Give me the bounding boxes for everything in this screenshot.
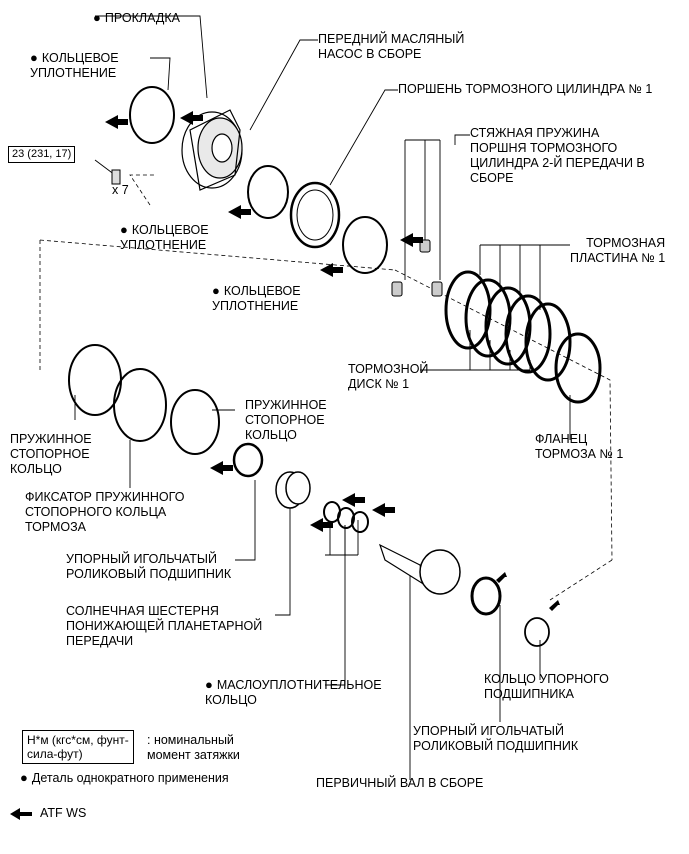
thrust-bearing-2-part	[470, 576, 502, 616]
front-pump-leader	[249, 39, 318, 131]
label-brake-piston: ПОРШЕНЬ ТОРМОЗНОГО ЦИЛИНДРА № 1	[398, 82, 653, 96]
front-pump-part	[181, 109, 243, 191]
label-front-pump: ПЕРЕДНИЙ МАСЛЯНЫЙ НАСОС В СБОРЕ	[318, 32, 465, 61]
torque-value-box: 23 (231, 17)	[8, 146, 76, 163]
label-thrust-bearing-1: УПОРНЫЙ ИГОЛЬЧАТЫЙ РОЛИКОВЫЙ ПОДШИПНИК	[66, 552, 232, 581]
input-shaft-part	[378, 543, 461, 595]
legend-torque-box: Н*м (кгс*см, фунт- сила-фут)	[22, 730, 134, 764]
sun-gear-leader	[275, 505, 291, 616]
brake-piston-part	[289, 181, 341, 249]
label-input-shaft: ПЕРВИЧНЫЙ ВАЛ В СБОРЕ	[316, 776, 484, 790]
label-snap-ring-left: ПРУЖИННОЕ СТОПОРНОЕ КОЛЬЦО	[10, 432, 92, 476]
bolt-part	[111, 169, 121, 185]
o-ring-part-1	[129, 86, 175, 144]
atf-arrows	[105, 111, 560, 611]
snap-rings-part	[68, 344, 220, 455]
legend-torque-desc: : номинальный момент затяжки	[147, 733, 240, 762]
sun-gear-part	[275, 471, 311, 509]
o-ring-1-leader	[150, 57, 171, 91]
label-oil-seal-ring: МАСЛОУПЛОТНИТЕЛЬНОЕ КОЛЬЦО	[205, 677, 382, 708]
legend-atf: ATF WS	[40, 806, 87, 820]
brake-flange-part	[554, 332, 602, 404]
label-brake-flange: ФЛАНЕЦ ТОРМОЗА № 1	[535, 432, 624, 461]
label-o-ring-2: КОЛЬЦЕВОЕ УПЛОТНЕНИЕ	[120, 222, 209, 253]
legend-non-reusable: Деталь однократного применения	[20, 770, 229, 786]
label-o-ring-3: КОЛЬЦЕВОЕ УПЛОТНЕНИЕ	[212, 283, 301, 314]
thrust-bearing-1-part	[232, 442, 264, 478]
thrust-bearing-1-leader	[235, 480, 256, 561]
return-spring-leader	[454, 134, 470, 145]
label-brake-disc: ТОРМОЗНОЙ ДИСК № 1	[348, 362, 429, 391]
atf-legend-arrow	[10, 808, 32, 820]
oil-seal-leader	[325, 525, 346, 686]
label-thrust-race: КОЛЬЦО УПОРНОГО ПОДШИПНИКА	[484, 672, 609, 701]
label-snap-ring-retainer: ФИКСАТОР ПРУЖИННОГО СТОПОРНОГО КОЛЬЦА ТО…	[25, 490, 185, 534]
torque-count: x 7	[112, 183, 129, 197]
o-ring-part-2	[247, 165, 289, 219]
brake-pack-part	[444, 270, 572, 382]
brake-piston-leader	[329, 89, 398, 186]
label-brake-plate: ТОРМОЗНАЯ ПЛАСТИНА № 1	[570, 236, 666, 265]
label-snap-ring-right: ПРУЖИННОЕ СТОПОРНОЕ КОЛЬЦО	[245, 398, 327, 442]
label-gasket: ПРОКЛАДКА	[93, 10, 180, 26]
thrust-race-part	[524, 617, 550, 647]
label-sun-gear: СОЛНЕЧНАЯ ШЕСТЕРНЯ ПОНИЖАЮЩЕЙ ПЛАНЕТАРНО…	[66, 604, 263, 648]
label-return-spring: СТЯЖНАЯ ПРУЖИНА ПОРШНЯ ТОРМОЗНОГО ЦИЛИНД…	[470, 126, 645, 185]
label-o-ring-1: КОЛЬЦЕВОЕ УПЛОТНЕНИЕ	[30, 50, 119, 81]
label-thrust-bearing-2: УПОРНЫЙ ИГОЛЬЧАТЫЙ РОЛИКОВЫЙ ПОДШИПНИК	[413, 724, 579, 753]
o-ring-part-3	[342, 216, 388, 274]
return-spring-part	[391, 239, 443, 297]
